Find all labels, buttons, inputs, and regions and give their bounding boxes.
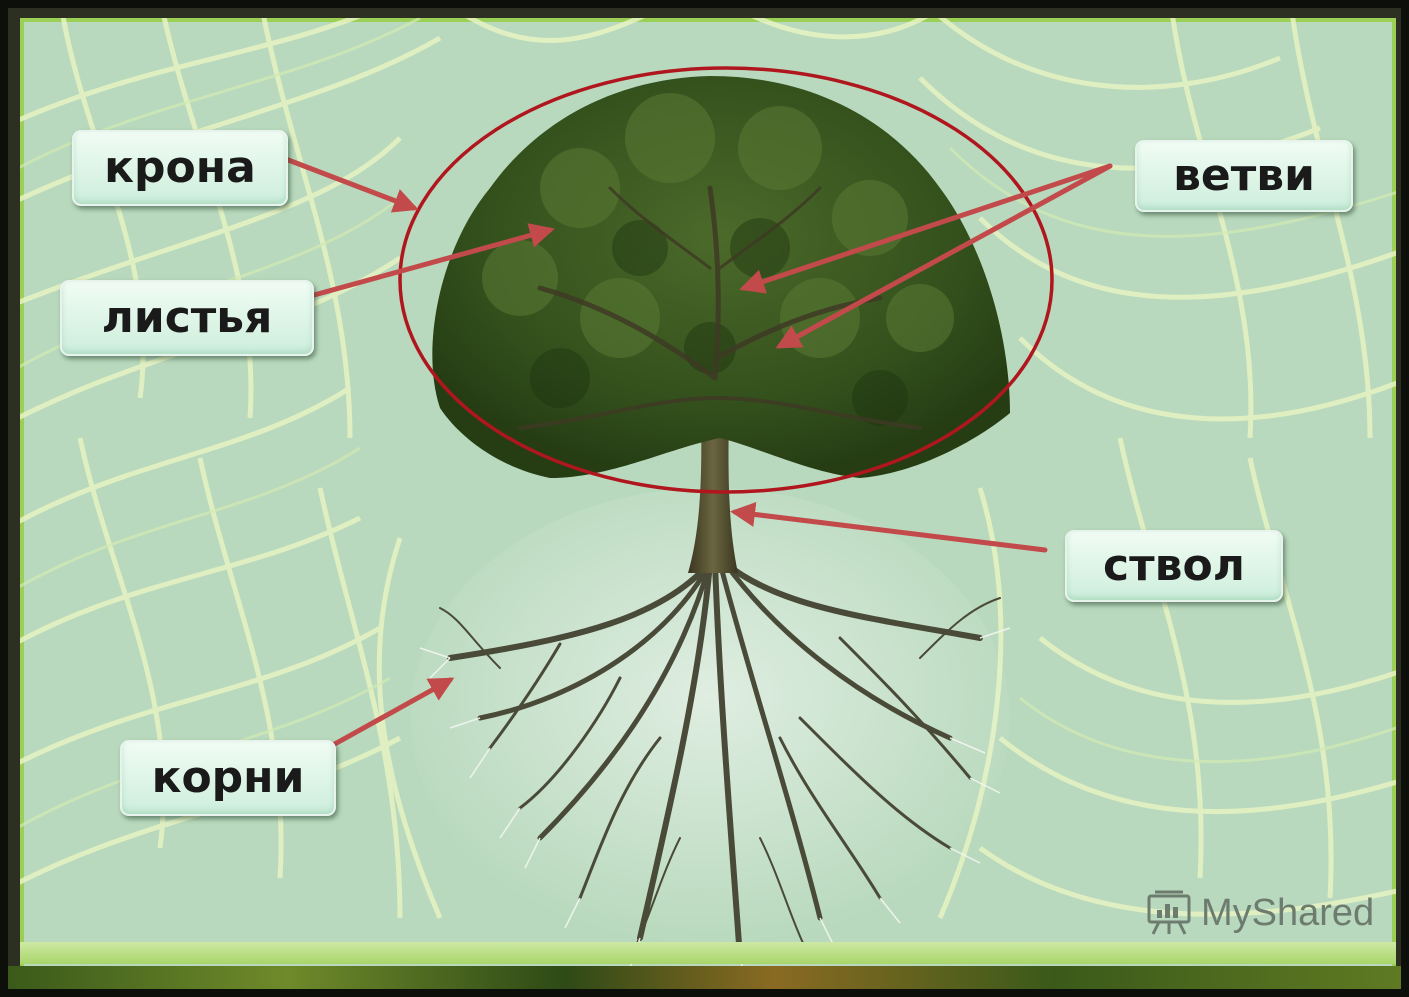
presentation-board-icon	[1145, 890, 1193, 936]
arrow-stvol	[735, 512, 1045, 550]
watermark-text: MyShared	[1201, 892, 1374, 935]
bottom-strip	[8, 966, 1401, 989]
myshared-watermark: MyShared	[1145, 888, 1374, 938]
arrow-korni	[324, 680, 450, 750]
bottom-bar	[20, 942, 1396, 964]
arrow-vetvi-2	[780, 166, 1110, 346]
label-listya: листья	[60, 280, 314, 356]
label-stvol: ствол	[1065, 530, 1283, 602]
arrow-krona	[270, 153, 414, 208]
label-vetvi: ветви	[1135, 140, 1353, 212]
label-korni: корни	[120, 740, 336, 816]
tree-parts-slide: крона листья ветви ствол корни	[20, 18, 1396, 984]
arrow-vetvi-1	[744, 166, 1110, 288]
arrow-listya	[296, 230, 550, 300]
label-krona: крона	[72, 130, 288, 206]
